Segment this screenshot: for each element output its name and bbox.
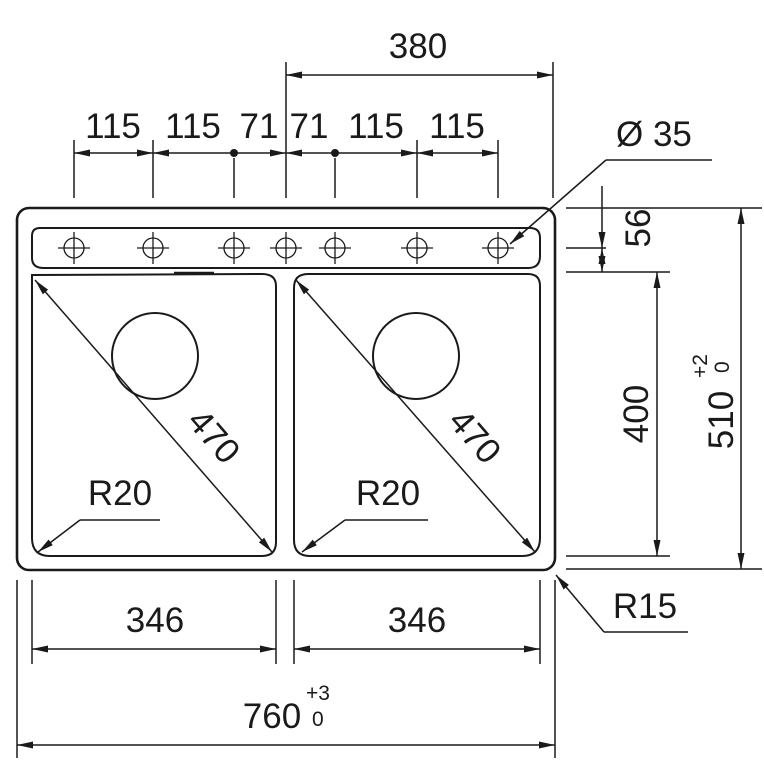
overall-width-label: 760 +3 0 (243, 682, 330, 736)
tap-span-label: 380 (389, 27, 447, 66)
spacing-label-3: 71 (240, 107, 279, 146)
bowl-diagonals (34, 279, 536, 553)
tap-hole-icon (482, 232, 514, 264)
outer-radius-label: R15 (613, 587, 677, 626)
right-bowl (293, 273, 541, 557)
bottom-dimensions (16, 580, 556, 758)
spacing-label-4: 71 (290, 107, 329, 146)
hole-diameter-leader (509, 159, 712, 245)
tap-hole-icon (319, 232, 351, 264)
left-drain (111, 312, 199, 400)
overall-width-value: 760 (243, 697, 301, 736)
right-dimensions (566, 186, 762, 570)
right-bowl-width-label: 346 (388, 601, 446, 640)
overall-length-tol-upper: +2 (689, 354, 712, 378)
top-dimensions (73, 62, 554, 198)
tap-hole-icon (137, 232, 169, 264)
overall-width-tol-upper: +3 (306, 682, 330, 705)
sink-outer-rim (15, 206, 557, 572)
spacing-label-5: 115 (348, 107, 404, 146)
deck-depth-label: 56 (619, 209, 658, 248)
left-diagonal-label: 470 (180, 402, 248, 472)
left-radius-label: R20 (88, 474, 152, 513)
spacing-label-6: 115 (429, 107, 485, 146)
overall-length-label: 510 +2 0 (689, 354, 741, 449)
radius-leaders (37, 519, 688, 633)
bowl-length-label: 400 (617, 385, 656, 443)
right-diagonal-label: 470 (441, 402, 509, 472)
right-radius-label: R20 (356, 474, 420, 513)
hole-diameter-label: Ø 35 (616, 115, 692, 154)
tap-holes (58, 232, 514, 264)
left-bowl-width-label: 346 (126, 601, 184, 640)
tap-hole-icon (58, 232, 90, 264)
overall-length-value: 510 (702, 391, 741, 449)
right-drain (372, 312, 460, 400)
overall-width-tol-lower: 0 (312, 708, 324, 731)
tap-hole-icon (270, 232, 302, 264)
tap-hole-icon (401, 232, 433, 264)
tap-hole-icon (218, 232, 250, 264)
overall-length-tol-lower: 0 (711, 361, 734, 373)
spacing-label-1: 115 (85, 107, 141, 146)
tap-deck (31, 227, 541, 269)
spacing-label-2: 115 (165, 107, 221, 146)
